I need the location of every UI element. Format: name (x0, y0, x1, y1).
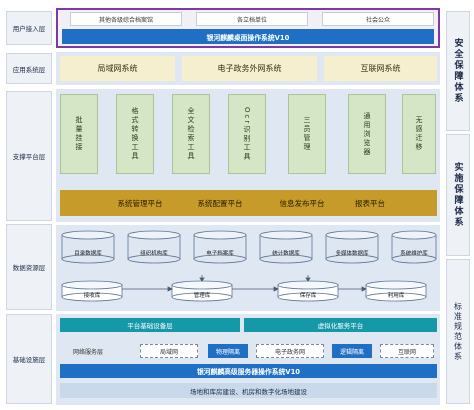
repo-cylinder-preserve (277, 280, 339, 302)
network-internet-box: 互联网 (380, 344, 434, 358)
standards-system-title: 标准规范体系 (453, 301, 463, 362)
db-label-catalog: 目录数据库 (74, 251, 102, 257)
repo-flow-arrows (122, 275, 367, 292)
tool-format-convert: 格式转换工具 (116, 94, 154, 174)
layer-label-support-platform: 支撑平台层 (6, 91, 52, 221)
tool-seamless-migration: 无感迁移 (402, 94, 436, 174)
tool-browser-label: 通用浏览器 (363, 111, 371, 157)
egov-extranet-system-box: 电子政务外网系统 (182, 56, 317, 81)
user-access-public-box: 社会公众 (322, 12, 434, 26)
security-system-column: 安全保障体系 (446, 11, 470, 131)
db-cylinder-organization (127, 230, 181, 264)
layer-label-data-resource: 数据资源层 (6, 224, 52, 310)
implementation-system-column: 实施保障体系 (446, 134, 470, 256)
tool-fulltext-search: 全文检索工具 (172, 94, 210, 174)
tool-batch-attach-label: 批量挂接 (75, 116, 83, 152)
repo-label-manage: 管理库 (193, 293, 211, 299)
platform-base-equipment-bar: 平台基础设备层 (60, 318, 240, 332)
network-lan-box: 局域网 (140, 344, 198, 358)
internet-system-box: 互联网系统 (324, 56, 437, 81)
db-cylinder-maintenance (391, 230, 437, 264)
logical-isolation-box: 逻辑隔离 (332, 344, 372, 358)
tool-three-admins: 三员管理 (288, 94, 326, 174)
tool-three-admins-label: 三员管理 (303, 116, 311, 152)
system-config-platform: 系统配置平台 (197, 198, 243, 208)
db-cylinder-statistics (259, 230, 313, 264)
site-construction-bar: 场地和库房建设、机房和数字化场地建设 (60, 383, 437, 398)
db-label-electronic-archive: 电子档案库 (206, 251, 234, 257)
tool-browser: 通用浏览器 (348, 94, 386, 174)
user-access-archives-box: 其他各级综合档案馆 (70, 12, 182, 26)
standards-system-column: 标准规范体系 (446, 259, 470, 404)
db-label-multimedia: 多媒体数据库 (335, 251, 369, 257)
db-cylinder-catalog (61, 230, 115, 264)
repo-cylinder-receive (61, 280, 123, 302)
virtualization-platform-bar: 虚拟化服务平台 (244, 318, 437, 332)
db-label-statistics: 统计数据库 (272, 251, 300, 257)
tool-ocr: Ocr识别工具 (228, 94, 266, 174)
tool-fulltext-search-label: 全文检索工具 (187, 107, 195, 161)
platform-bar (60, 190, 437, 216)
layer-label-app-system: 应用系统层 (6, 53, 52, 84)
server-os-bar: 银河麒麟高级服务器操作系统V10 (60, 364, 437, 378)
database-diagram (61, 230, 437, 302)
security-system-title: 安全保障体系 (452, 38, 463, 104)
db-cylinder-multimedia (325, 230, 379, 264)
tool-ocr-label: Ocr识别工具 (243, 106, 251, 162)
system-management-platform: 系统管理平台 (117, 198, 163, 208)
db-label-organization: 组织机构库 (140, 251, 168, 257)
tool-seamless-migration-label: 无感迁移 (415, 116, 423, 152)
repo-label-receive: 接收库 (83, 293, 101, 299)
report-platform: 报表平台 (355, 198, 385, 208)
network-egov-box: 电子政务网 (256, 344, 324, 358)
info-publish-platform: 信息发布平台 (279, 198, 325, 208)
physical-isolation-box: 物理隔离 (208, 344, 248, 358)
repo-label-use: 利用库 (387, 293, 405, 299)
db-cylinder-electronic-archive (193, 230, 247, 264)
implementation-system-title: 实施保障体系 (452, 162, 463, 228)
repo-label-preserve: 保存库 (299, 293, 317, 299)
network-service-label: 网络服务层 (72, 348, 103, 356)
db-label-maintenance: 系统维护库 (400, 251, 428, 257)
layer-label-infrastructure: 基础设施层 (6, 314, 52, 404)
user-access-units-box: 各立档单位 (196, 12, 308, 26)
repo-cylinder-manage (171, 280, 233, 302)
tool-format-convert-label: 格式转换工具 (131, 107, 139, 161)
lan-system-box: 局域网系统 (60, 56, 175, 81)
layer-label-user-access: 用户接入层 (6, 11, 52, 45)
tool-batch-attach: 批量挂接 (60, 94, 98, 174)
desktop-os-bar: 银河麒麟桌面操作系统V10 (62, 29, 434, 44)
repo-cylinder-use (365, 280, 427, 302)
